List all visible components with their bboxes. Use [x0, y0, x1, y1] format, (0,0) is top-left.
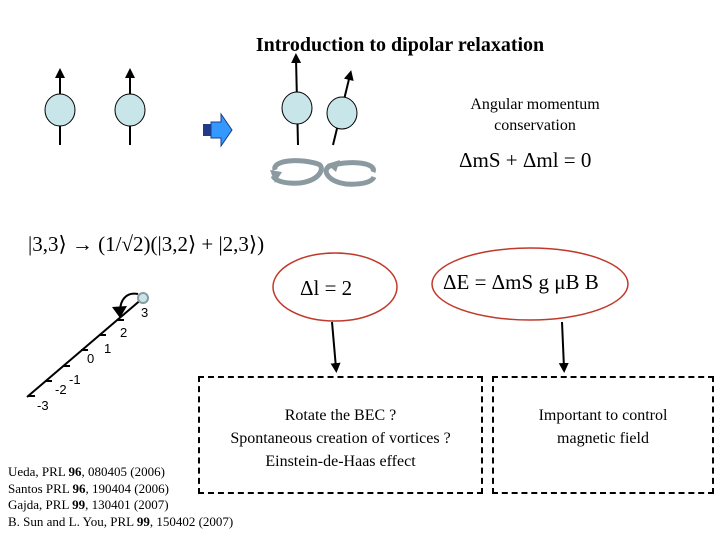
- level-label-2: 2: [120, 325, 128, 340]
- atom-spin-right-1: [281, 53, 313, 146]
- energy-equation: ΔE = ΔmS g μB B: [443, 270, 599, 294]
- atom-spin-left-2: [114, 68, 146, 145]
- angular-momentum-label: Angular momentum conservation: [470, 96, 600, 134]
- level-label-minus1: -1: [69, 372, 81, 387]
- conservation-equation: ΔmS + Δml = 0: [459, 148, 592, 172]
- magnetic-field-box: Important to control magnetic field: [492, 376, 714, 494]
- spin-ladder: [26, 292, 149, 398]
- slide-title: Introduction to dipolar relaxation: [255, 34, 545, 56]
- atom-spin-right-2: [326, 70, 358, 146]
- rotation-arrow-clockwise-icon: [270, 158, 324, 186]
- rotation-arrow-counterclockwise-icon: [323, 160, 377, 187]
- references-list: Ueda, PRL 96, 080405 (2006) Santos PRL 9…: [8, 464, 233, 530]
- level-label-0: 0: [87, 351, 95, 366]
- reference-item: Ueda, PRL 96, 080405 (2006): [8, 464, 165, 479]
- level-label-1: 1: [104, 341, 112, 356]
- reference-item: Gajda, PRL 99, 130401 (2007): [8, 497, 169, 512]
- transition-arrow-icon: [203, 112, 233, 148]
- delta-l-ellipse: [272, 252, 398, 322]
- delta-l-equation: Δl = 2: [300, 276, 353, 300]
- energy-ellipse: [431, 247, 629, 321]
- arrow-to-right-box: [558, 321, 569, 373]
- level-label-minus3: -3: [37, 398, 49, 413]
- consequences-box: Rotate the BEC ? Spontaneous creation of…: [198, 376, 483, 494]
- atom-spin-left-1: [44, 68, 76, 145]
- arrow-to-left-box: [330, 321, 341, 373]
- state-equation: |3,3⟩ → (1/√2)(|3,2⟩ + |2,3⟩): [28, 232, 265, 256]
- reference-item: Santos PRL 96, 190404 (2006): [8, 480, 169, 496]
- reference-item: B. Sun and L. You, PRL 99, 150402 (2007): [8, 513, 234, 529]
- level-label-minus2: -2: [55, 382, 67, 397]
- level-label-3: 3: [141, 305, 149, 320]
